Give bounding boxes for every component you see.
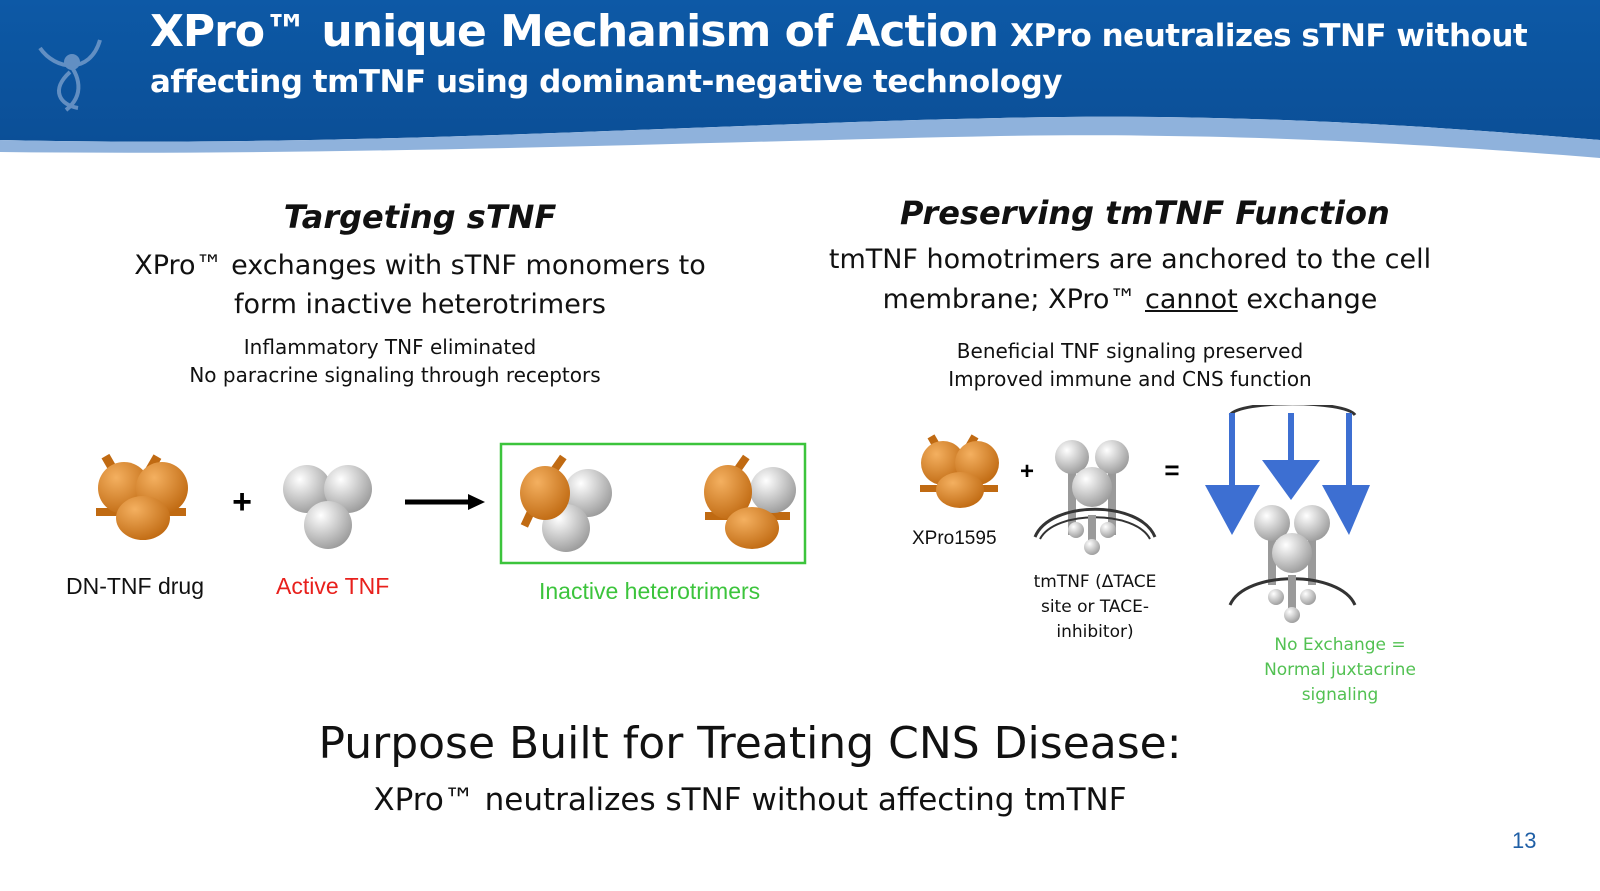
- title-line-2: affecting tmTNF using dominant-negative …: [150, 64, 1062, 100]
- tmtnf-label-line-3: inhibitor): [1056, 622, 1134, 642]
- right-line-2: membrane; XPro™ cannot exchange: [882, 284, 1378, 315]
- no-exchange-label: No Exchange = Normal juxtacrine signalin…: [1250, 633, 1430, 708]
- plus-sign-right: +: [1020, 458, 1034, 485]
- tmTNF-preservation-diagram: + =: [920, 405, 1370, 623]
- reaction-arrow-icon: [405, 494, 485, 510]
- label-inactive-heterotrimers: Inactive heterotrimers: [539, 578, 761, 604]
- header-band: [0, 0, 1600, 158]
- tmtnf-label-line-2: site or TACE-: [1040, 597, 1150, 617]
- left-line-2: form inactive heterotrimers: [233, 289, 606, 320]
- label-dn-tnf-drug: DN-TNF drug: [66, 573, 205, 599]
- underlined-cannot: cannot: [1145, 284, 1238, 315]
- right-section-title: Preserving tmTNF Function: [900, 194, 1390, 232]
- no-exchange-line-1: No Exchange =: [1274, 635, 1406, 655]
- left-line-1: XPro™ exchanges with sTNF monomers to: [134, 250, 706, 281]
- right-bullet-1: Beneficial TNF signaling preserved: [956, 339, 1304, 363]
- heterotrimer-1-icon: [520, 454, 612, 552]
- juxtacrine-signaling-icon: [1205, 405, 1370, 623]
- left-bullet-1: Inflammatory TNF eliminated: [243, 335, 537, 359]
- slide-title: XPro™ unique Mechanism of Action XPro neu…: [150, 6, 1528, 57]
- title-main: XPro™ unique Mechanism of Action: [150, 6, 999, 57]
- footer-headline: Purpose Built for Treating CNS Disease:: [318, 718, 1182, 769]
- left-section-title: Targeting sTNF: [283, 198, 557, 236]
- left-bullet-2: No paracrine signaling through receptors: [189, 363, 601, 387]
- no-exchange-line-2: Normal juxtacrine: [1264, 660, 1416, 680]
- title-sub: XPro neutralizes sTNF without: [1010, 18, 1528, 54]
- active-tnf-icon: [283, 465, 372, 549]
- inactive-heterotrimers-box: [499, 442, 807, 565]
- tmtnf-membrane-icon: [1033, 440, 1157, 555]
- tmtnf-label-line-1: tmTNF (ΔTACE: [1033, 572, 1157, 592]
- label-xpro1595: XPro1595: [912, 528, 997, 549]
- plus-sign: +: [232, 483, 252, 521]
- company-logo-icon: [38, 39, 102, 112]
- right-bullet-2: Improved immune and CNS function: [948, 367, 1312, 391]
- label-active-tnf: Active TNF: [276, 573, 390, 599]
- sTNF-exchange-diagram: +: [96, 442, 807, 565]
- heterotrimer-2-icon: [704, 454, 796, 549]
- xpro1595-icon: [920, 434, 999, 508]
- no-exchange-line-3: signaling: [1301, 685, 1379, 705]
- equals-sign: =: [1164, 455, 1179, 485]
- footer-subline: XPro™ neutralizes sTNF without affecting…: [373, 782, 1127, 818]
- tmtnf-label: tmTNF (ΔTACE site or TACE- inhibitor): [1015, 570, 1175, 645]
- dn-tnf-drug-icon: [96, 453, 188, 540]
- page-number: 13: [1512, 828, 1537, 853]
- right-line-1: tmTNF homotrimers are anchored to the ce…: [828, 244, 1432, 275]
